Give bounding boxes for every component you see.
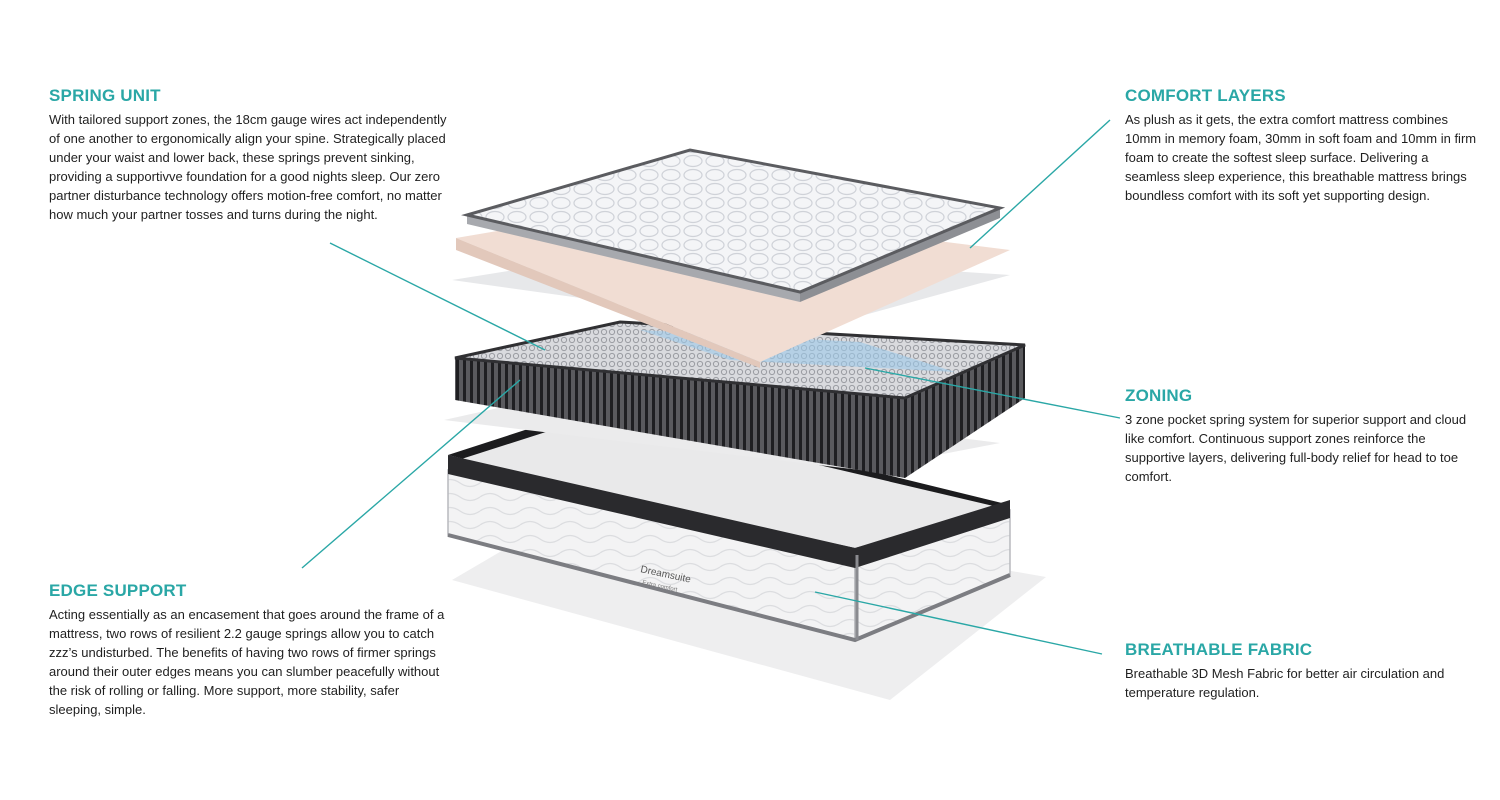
leader-comfort-layers — [969, 119, 1111, 249]
callout-zoning: ZONING 3 zone pocket spring system for s… — [1125, 386, 1470, 486]
callout-body: Acting essentially as an encasement that… — [49, 607, 445, 717]
callout-breathable-fabric: BREATHABLE FABRIC Breathable 3D Mesh Fab… — [1125, 640, 1470, 702]
leader-breathable-fabric — [814, 591, 1103, 655]
callout-title: COMFORT LAYERS — [1125, 86, 1286, 105]
callout-spring-unit: SPRING UNIT With tailored support zones,… — [49, 86, 449, 224]
foam-layer-edge — [456, 238, 760, 368]
callout-title: BREATHABLE FABRIC — [1125, 640, 1313, 659]
callout-edge-support: EDGE SUPPORT Acting essentially as an en… — [49, 581, 449, 719]
callout-body: As plush as it gets, the extra comfort m… — [1125, 112, 1477, 203]
leader-zoning — [864, 367, 1121, 419]
callout-body: With tailored support zones, the 18cm ga… — [49, 112, 447, 222]
leader-edge-support — [301, 379, 521, 569]
callout-title: EDGE SUPPORT — [49, 581, 187, 600]
callout-title: ZONING — [1125, 386, 1193, 405]
leader-lines — [301, 119, 1121, 655]
callout-title: SPRING UNIT — [49, 86, 161, 105]
leader-spring-unit — [329, 242, 546, 351]
callout-body: Breathable 3D Mesh Fabric for better air… — [1125, 666, 1445, 700]
callout-comfort-layers: COMFORT LAYERS As plush as it gets, the … — [1125, 86, 1480, 205]
mattress-base-block: Dreamsuite Extra comfort — [447, 405, 1011, 643]
quilted-top-layer — [461, 148, 1006, 302]
callout-body: 3 zone pocket spring system for superior… — [1125, 412, 1467, 484]
